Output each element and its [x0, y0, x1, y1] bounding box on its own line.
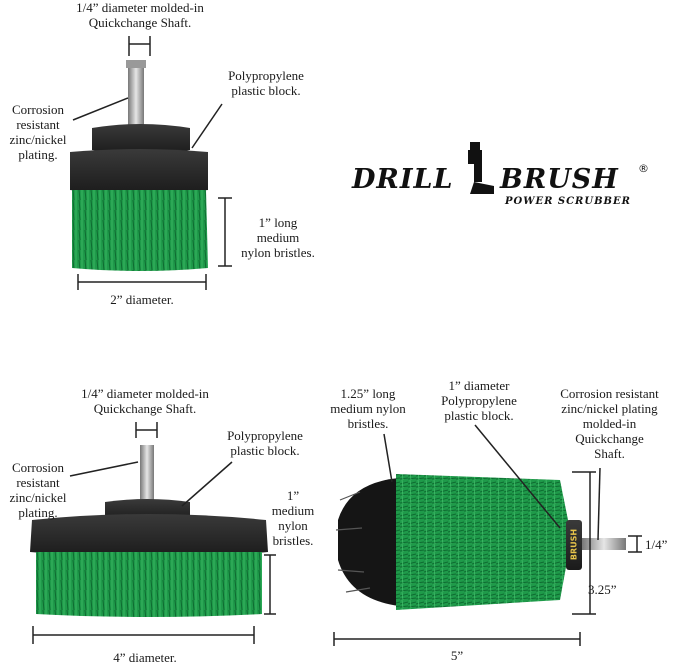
- bristles: [72, 190, 208, 271]
- black-bristle-tip: [338, 478, 400, 606]
- flat-block-label: Polypropylene plastic block.: [227, 428, 303, 458]
- brush-small-round: [70, 60, 208, 271]
- cone-length-label: 5”: [450, 648, 464, 663]
- hex-shaft: [140, 445, 154, 505]
- cone-handle-brand: BRUSH: [569, 528, 579, 561]
- flat-shaft-label: 1/4” diameter molded-in Quickchange Shaf…: [81, 386, 209, 416]
- plastic-block: [30, 514, 268, 557]
- registered-mark: ®: [638, 162, 649, 175]
- flat-bristle-label: 1” medium nylon bristles.: [271, 488, 315, 548]
- cone-block-label: 1” diameter Polypropylene plastic block.: [441, 378, 517, 423]
- bristles: [396, 474, 568, 610]
- top-plating-label: Corrosion resistant zinc/nickel plating.: [9, 102, 67, 162]
- brush-cone: [335, 474, 626, 610]
- cone-bristle-label: 1.25” long medium nylon bristles.: [330, 386, 406, 431]
- hex-shaft: [128, 60, 144, 130]
- plastic-block: [566, 520, 582, 570]
- logo-tagline: POWER SCRUBBER: [505, 196, 631, 207]
- logo-word-drill: DRILL: [352, 164, 454, 195]
- top-shaft-label: 1/4” diameter molded-in Quickchange Shaf…: [76, 0, 204, 30]
- bristles: [36, 552, 262, 617]
- drillbrush-logo: DRILL BRUSH ® POWER SCRUBBER: [350, 142, 650, 220]
- logo-word-brush: BRUSH: [500, 164, 619, 195]
- top-block-label: Polypropylene plastic block.: [228, 68, 304, 98]
- top-bristle-label: 1” long medium nylon bristles.: [241, 215, 315, 260]
- drill-brush-logo-icon: [468, 142, 494, 194]
- flat-plating-label: Corrosion resistant zinc/nickel plating.: [9, 460, 67, 520]
- brush-large-flat: [30, 445, 268, 617]
- cone-height-label: 3.25”: [588, 582, 617, 597]
- cone-plating-label: Corrosion resistant zinc/nickel plating …: [560, 386, 659, 461]
- cone-shaft-size-label: 1/4”: [645, 537, 668, 552]
- top-diameter-label: 2” diameter.: [110, 292, 174, 307]
- dimension-lines: [333, 424, 642, 646]
- plastic-block: [92, 124, 190, 155]
- hex-shaft: [582, 538, 626, 550]
- dimension-lines: [72, 36, 232, 290]
- dimension-lines: [32, 422, 276, 644]
- flat-diameter-label: 4” diameter.: [113, 650, 177, 665]
